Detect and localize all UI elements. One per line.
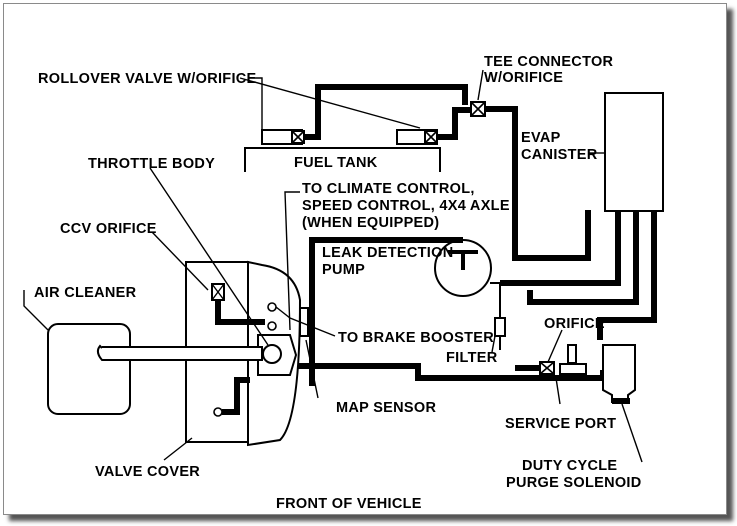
label-purge-solenoid-2: PURGE SOLENOID	[506, 475, 642, 491]
label-leak-pump-2: PUMP	[322, 262, 365, 278]
label-tee-connector-1: TEE CONNECTOR	[484, 54, 614, 70]
label-tee-connector-2: W/ORIFICE	[484, 70, 563, 86]
label-fuel-tank: FUEL TANK	[294, 155, 378, 171]
label-evap-canister-2: CANISTER	[521, 147, 598, 163]
label-valve-cover: VALVE COVER	[95, 464, 200, 480]
label-brake-booster: TO BRAKE BOOSTER	[338, 330, 494, 346]
tee-leader	[477, 69, 484, 101]
ccv-orifice	[211, 283, 225, 301]
label-map-sensor: MAP SENSOR	[336, 400, 436, 416]
leak-pump-to-filter-hose	[490, 282, 501, 318]
orifice	[539, 361, 555, 375]
service-port-cap	[567, 344, 577, 364]
service-port	[559, 363, 587, 375]
label-climate-control-2: SPEED CONTROL, 4X4 AXLE	[302, 198, 510, 214]
leak-pump-inner	[448, 250, 478, 270]
map-sensor-leader	[305, 339, 319, 399]
canister-port-1	[500, 211, 621, 286]
label-evap-canister-1: EVAP	[521, 130, 561, 146]
throttle-body	[262, 344, 282, 364]
label-orifice: ORIFICE	[544, 316, 605, 332]
label-climate-control-3: (WHEN EQUIPPED)	[302, 215, 439, 231]
rollover-leader-2	[239, 77, 421, 129]
service-port-leader	[555, 377, 561, 405]
throttle-body-leader	[149, 167, 269, 346]
ccv-hose	[215, 300, 265, 325]
valve-cover-hose	[222, 377, 250, 415]
filter	[494, 317, 506, 337]
air-cleaner-leader	[23, 290, 49, 331]
tee-connector	[470, 101, 486, 117]
filter-leader	[491, 335, 496, 353]
label-climate-control-1: TO CLIMATE CONTROL,	[302, 181, 475, 197]
purge-solenoid-base	[612, 398, 630, 404]
valve-cover-leader	[163, 437, 193, 461]
fuel-tank	[244, 147, 441, 172]
air-cleaner	[47, 323, 131, 415]
label-ccv-orifice: CCV ORIFICE	[60, 221, 157, 237]
vacuum-port-upper	[267, 302, 277, 312]
rollover-valve-orifice-left	[291, 130, 305, 144]
climate-leader	[284, 191, 300, 331]
label-leak-pump-1: LEAK DETECTION	[322, 245, 453, 261]
label-throttle-body: THROTTLE BODY	[88, 156, 215, 172]
tee-to-canister-hose	[485, 106, 591, 261]
valve-cover-port	[213, 407, 223, 417]
orifice-leader	[547, 329, 563, 363]
canister-port-3	[597, 211, 657, 340]
brake-booster-leader	[275, 306, 336, 337]
ccv-orifice-leader	[151, 231, 209, 291]
air-inlet-tube	[96, 344, 263, 361]
evap-canister	[604, 92, 664, 212]
rollover-leader-1	[248, 77, 263, 130]
purge-solenoid	[602, 344, 636, 403]
tank-vent-hose	[304, 84, 468, 140]
label-purge-solenoid-1: DUTY CYCLE	[522, 458, 617, 474]
canister-port-2	[527, 211, 639, 305]
purge-line-hose	[296, 363, 606, 381]
rollover-valve-orifice-right	[424, 130, 438, 144]
leak-pump-vacuum-hose	[309, 237, 463, 386]
label-rollover-valve: ROLLOVER VALVE W/ORIFICE	[38, 71, 257, 87]
tank-vent-hose-2	[437, 107, 470, 140]
label-service-port: SERVICE PORT	[505, 416, 616, 432]
label-front-of-vehicle: FRONT OF VEHICLE	[276, 496, 422, 512]
label-filter: FILTER	[446, 350, 498, 366]
purge-solenoid-leader	[621, 403, 643, 463]
label-air-cleaner: AIR CLEANER	[34, 285, 137, 301]
vacuum-port-lower	[267, 321, 277, 331]
